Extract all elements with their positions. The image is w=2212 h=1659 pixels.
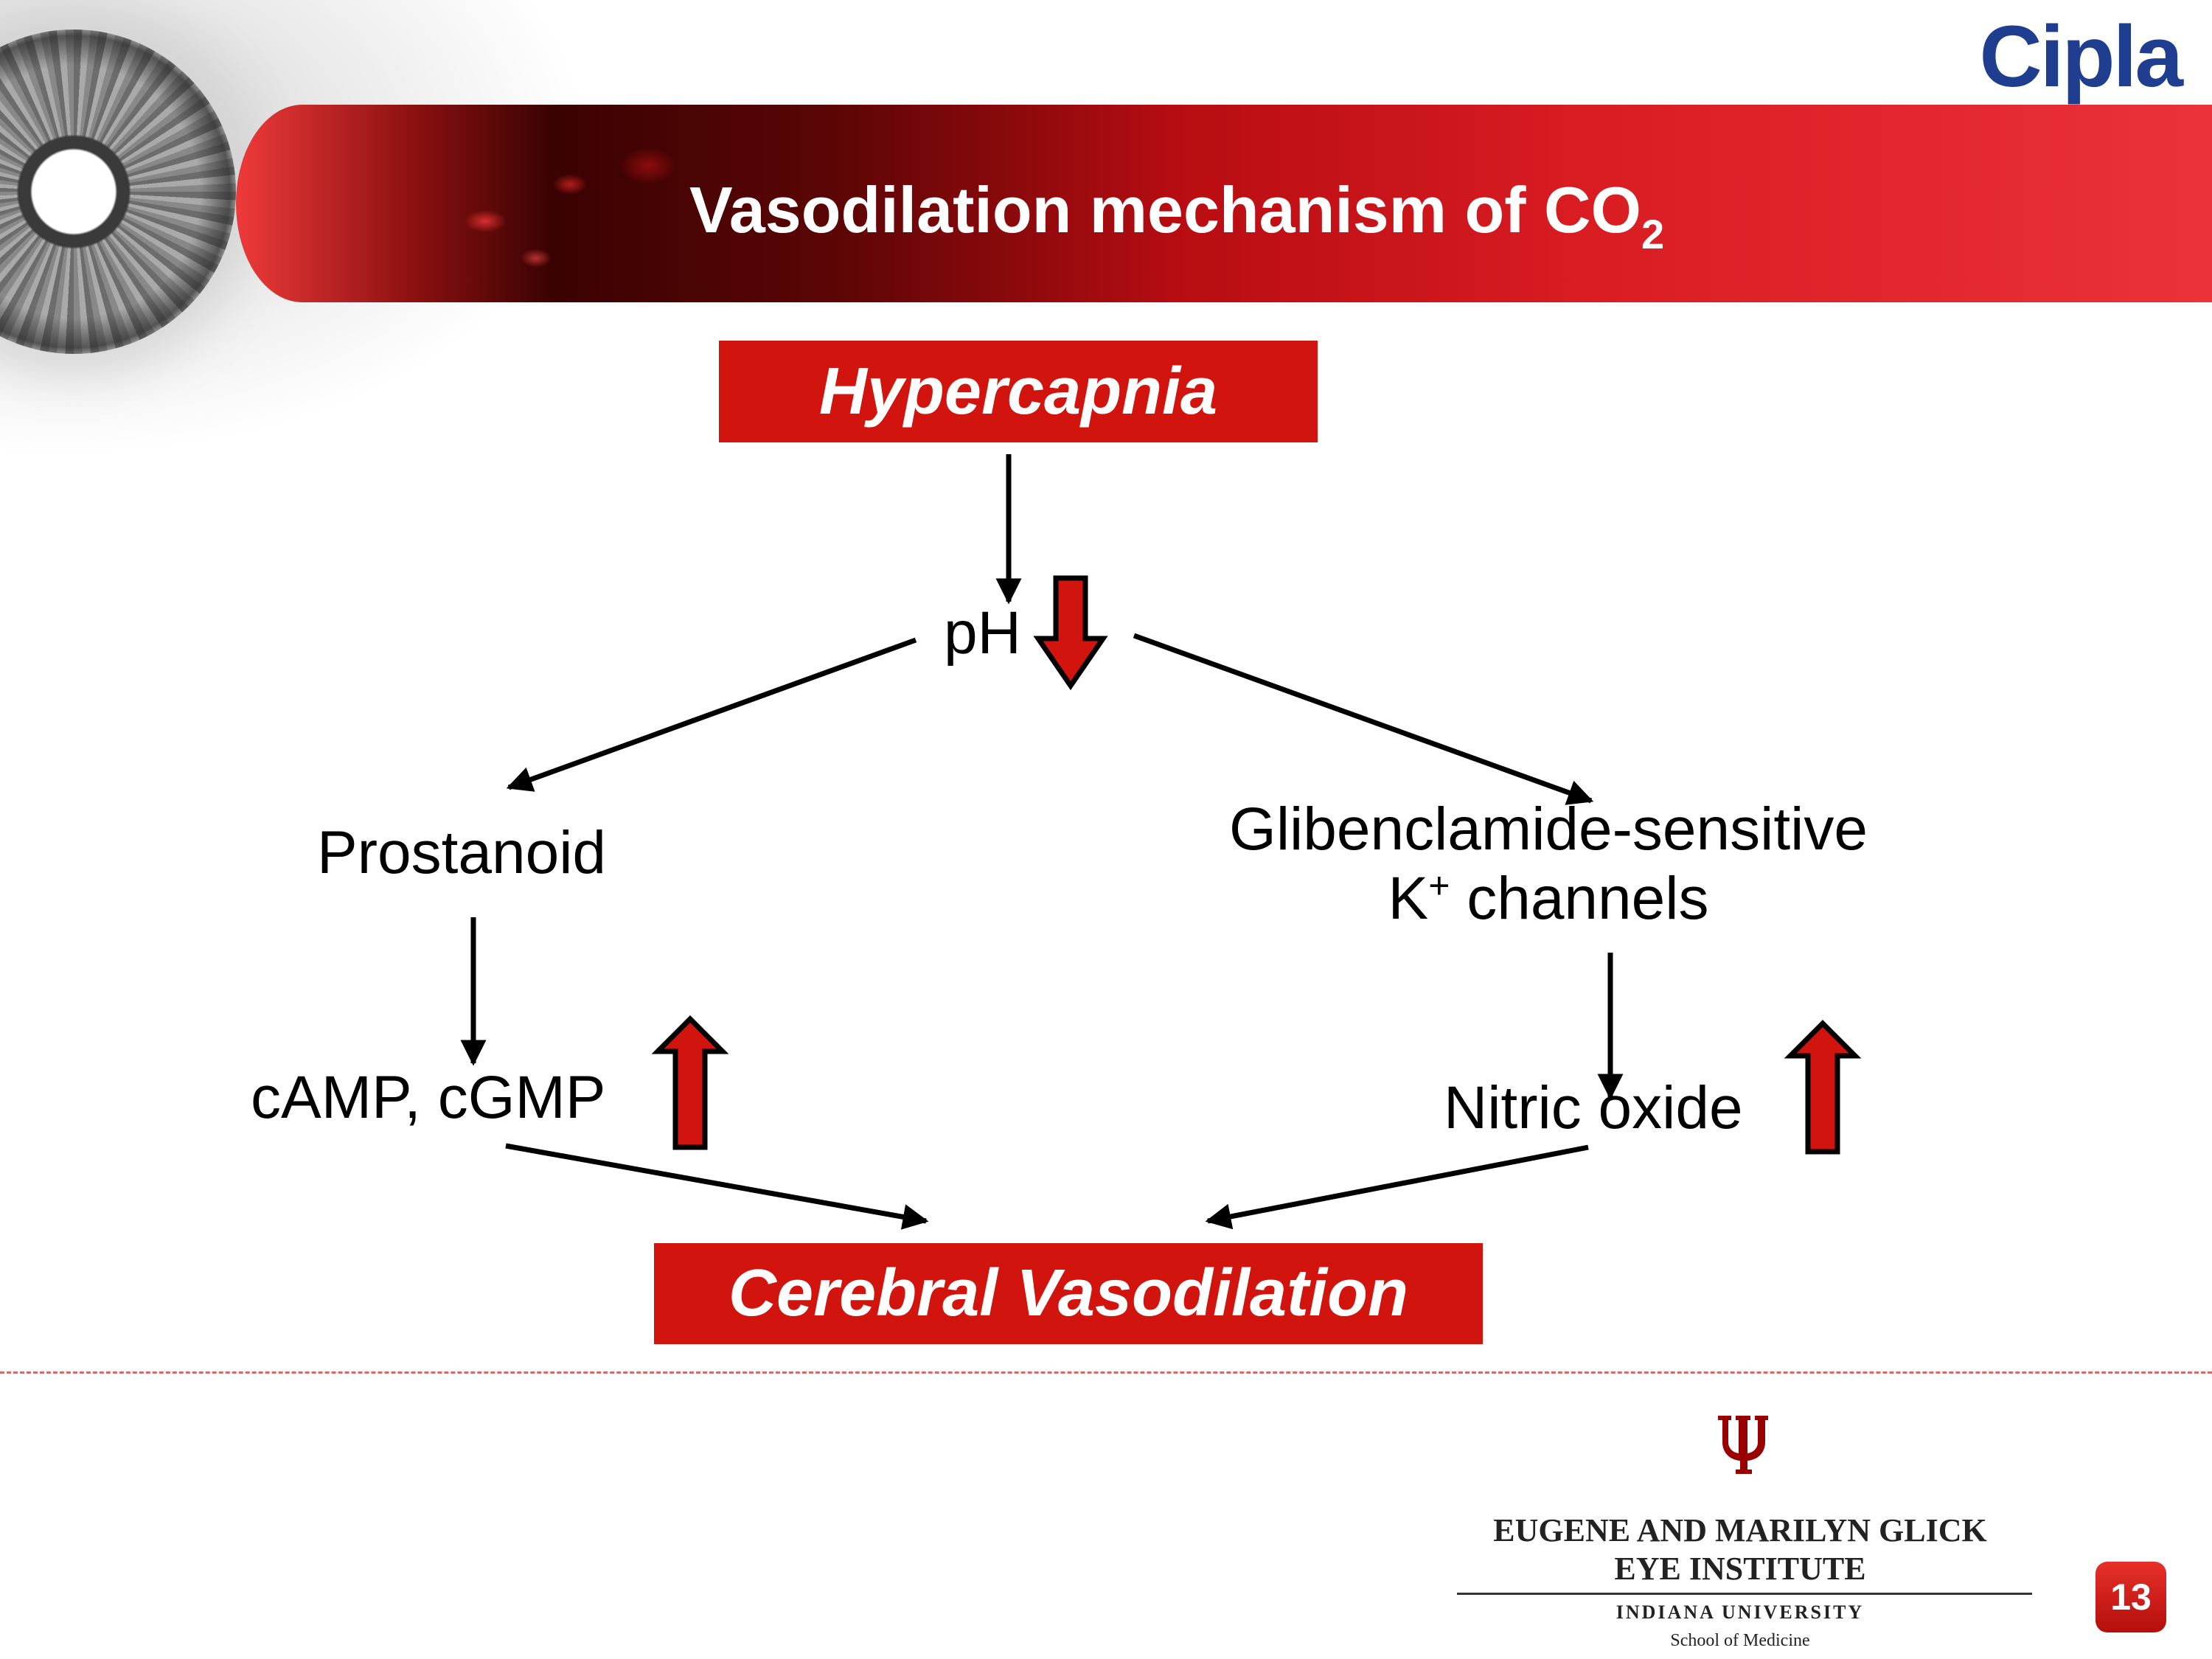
footer-divider [0, 1371, 2212, 1374]
glibenclamide-line2: K+ channels [1187, 864, 1910, 933]
channels-text: channels [1450, 865, 1709, 933]
arrow-ph-to-prostanoid [506, 637, 917, 792]
potassium-symbol: K [1388, 865, 1429, 933]
institute-name-line1: EUGENE AND MARILYN GLICK [1493, 1512, 1987, 1548]
institute-university: INDIANA UNIVERSITY [1615, 1601, 1865, 1623]
slide-title-main: Vasodilation mechanism of CO [689, 173, 1641, 246]
slide-title: Vasodilation mechanism of CO2 [689, 170, 1664, 257]
institute-school: School of Medicine [1670, 1631, 1810, 1650]
prostanoid-label: Prostanoid [317, 819, 607, 886]
ph-label: pH [944, 599, 1021, 667]
arrow-ph-to-glibenclamide [1133, 633, 1594, 805]
page-number-badge: 13 [2096, 1562, 2166, 1632]
camp-cgmp-label: cAMP, cGMP [251, 1064, 606, 1131]
glibenclamide-label: Glibenclamide-sensitive K+ channels [1187, 795, 1910, 934]
arrow-camp-to-vasodilation [505, 1143, 929, 1230]
blood-cells-image [383, 111, 723, 295]
brand-logo: Cipla [1979, 8, 2183, 105]
nitric-oxide-increase-arrow-icon [1784, 1020, 1862, 1155]
potassium-superscript: + [1428, 865, 1450, 907]
glibenclamide-line1: Glibenclamide-sensitive [1229, 796, 1868, 863]
arrow-nitric-oxide-to-vasodilation [1205, 1144, 1589, 1230]
institute-rule [1457, 1593, 2032, 1595]
hypercapnia-box: Hypercapnia [719, 341, 1318, 442]
slide-title-subscript: 2 [1641, 211, 1665, 257]
iu-trident-logo-icon [1718, 1416, 1768, 1474]
camp-increase-arrow-icon [651, 1015, 729, 1150]
ph-decrease-arrow-icon [1033, 575, 1108, 691]
nitric-oxide-label: Nitric oxide [1444, 1074, 1743, 1141]
cerebral-vasodilation-box: Cerebral Vasodilation [654, 1243, 1483, 1344]
institute-name-line2: EYE INSTITUTE [1614, 1551, 1866, 1587]
